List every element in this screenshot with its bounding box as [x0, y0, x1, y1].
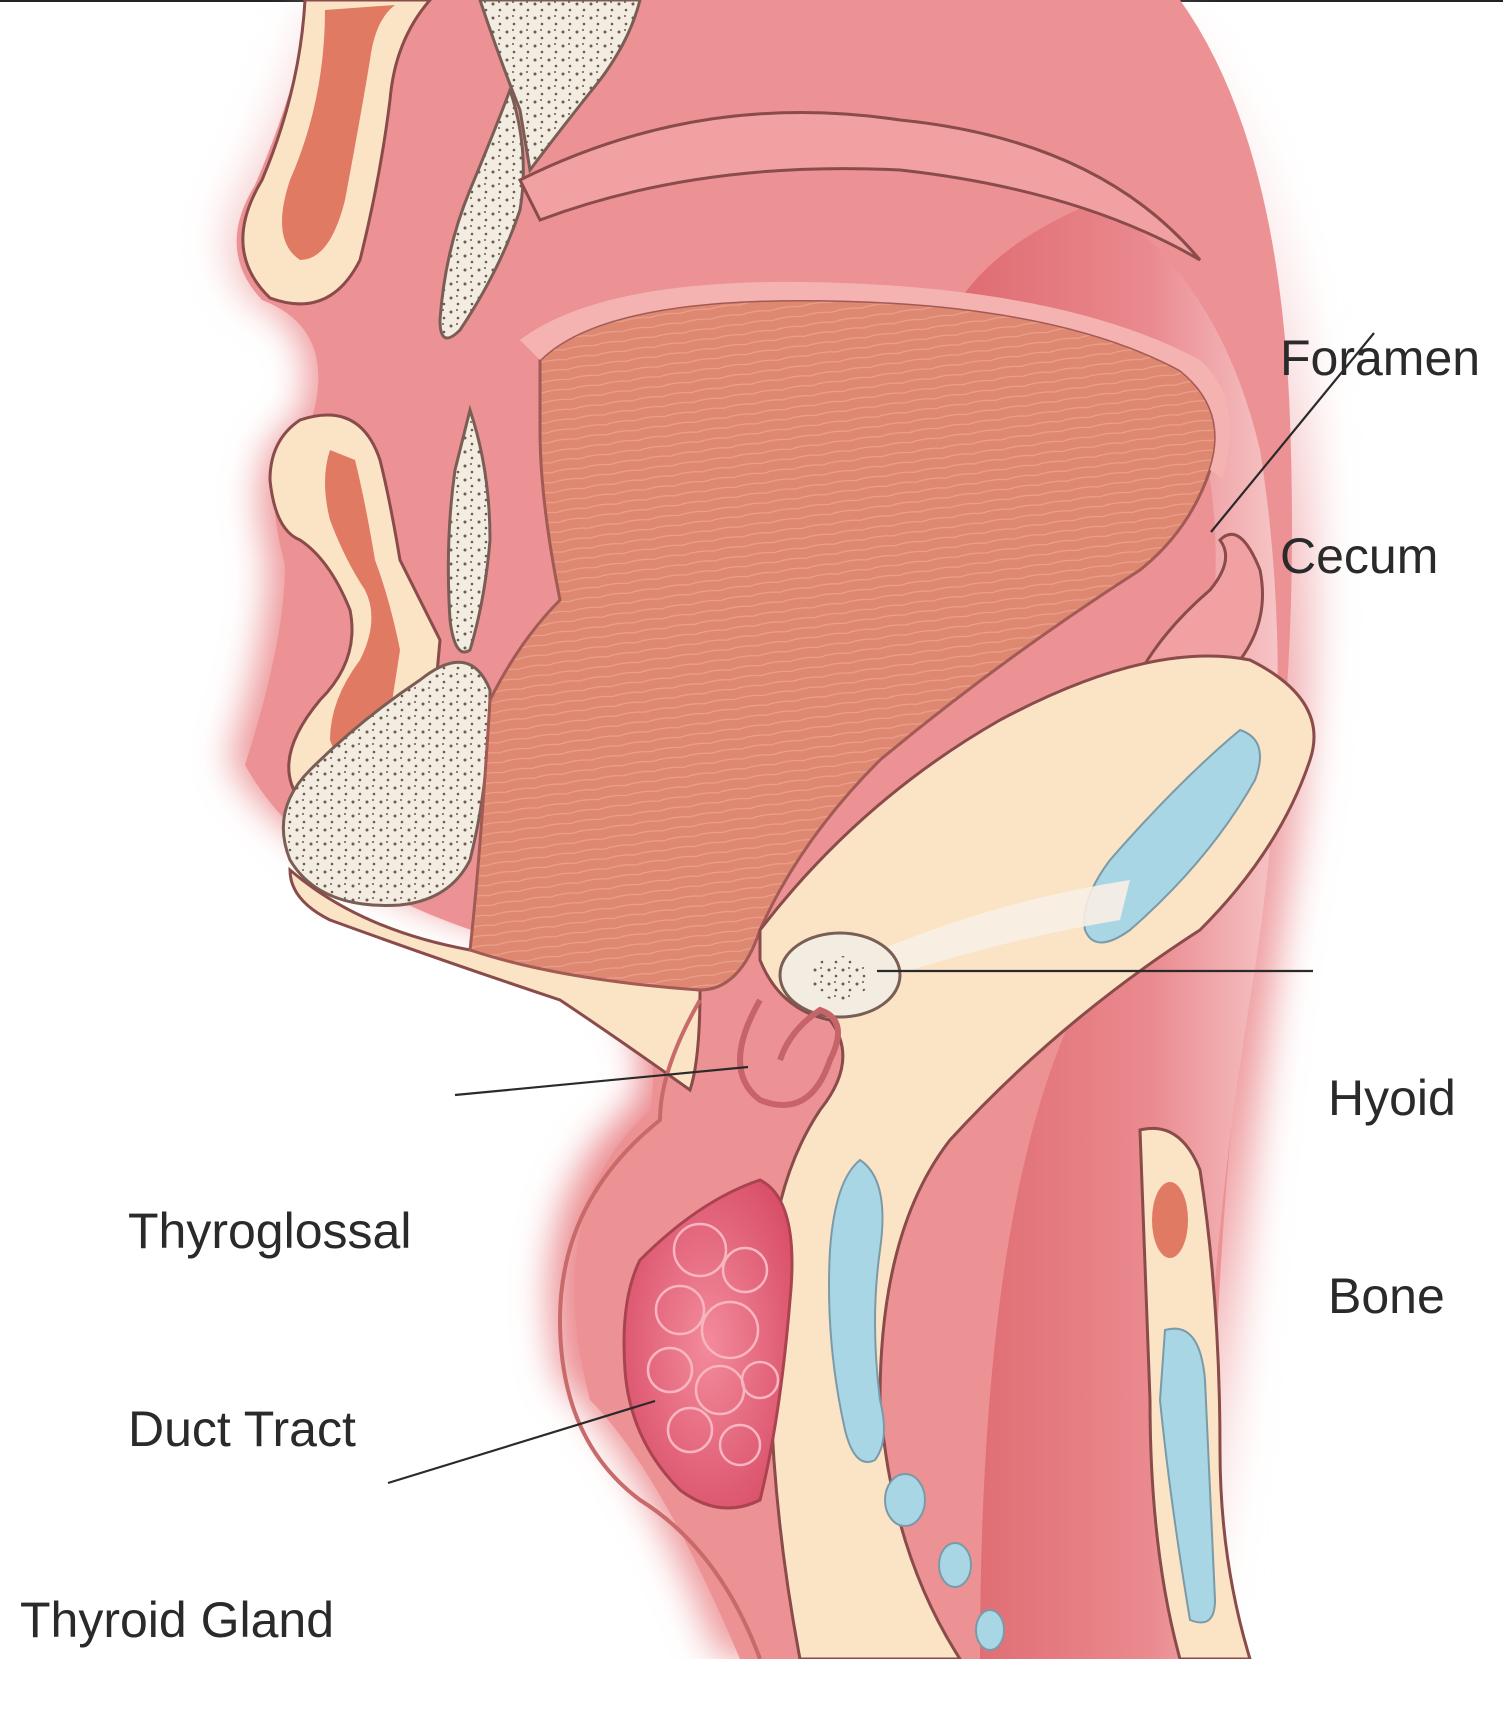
thyroglossal-duct-label-line1: Thyroglossal	[128, 1198, 411, 1264]
thyroglossal-duct-label-line2: Duct Tract	[128, 1396, 411, 1462]
hyoid-bone-marrow	[810, 956, 870, 1000]
hyoid-bone-label-line2: Bone	[1328, 1263, 1456, 1329]
tracheal-ring-1	[939, 1543, 971, 1587]
hyoid-bone-label: Hyoid Bone	[1328, 933, 1456, 1395]
prevertebral-vessel	[1152, 1182, 1188, 1258]
hyoid-bone-label-line1: Hyoid	[1328, 1065, 1456, 1131]
foramen-cecum-label: Foramen Cecum	[1280, 193, 1480, 655]
foramen-cecum-label-line1: Foramen	[1280, 325, 1480, 391]
thyroid-gland-label: Thyroid Gland	[20, 1455, 334, 1719]
cricoid-cartilage	[885, 1474, 925, 1526]
foramen-cecum-label-line2: Cecum	[1280, 523, 1480, 589]
tracheal-ring-2	[976, 1610, 1004, 1650]
thyroid-gland-label-text: Thyroid Gland	[20, 1587, 334, 1653]
